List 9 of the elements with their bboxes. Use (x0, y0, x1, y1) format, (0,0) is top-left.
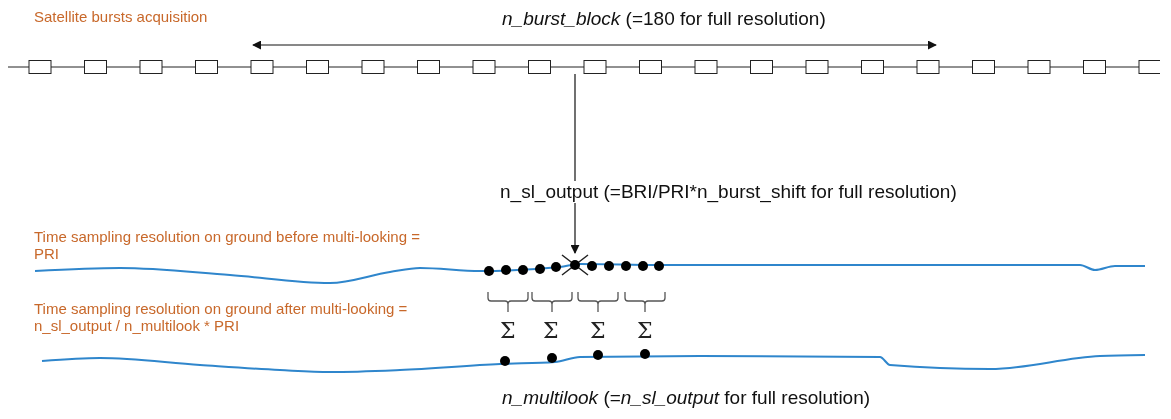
arrow (570, 73, 580, 254)
sum-symbol: Σ (500, 318, 516, 344)
resolution-note: Time sampling resolution on ground before multi-looking = PRI (34, 228, 421, 263)
sum-symbol: Σ (590, 318, 606, 344)
process-label: Satellite bursts acquisition (34, 8, 208, 26)
sum-symbol: Σ (543, 318, 559, 344)
resolution-note: Time sampling resolution on ground after multi-looking = n_sl_output / n_multilook * PRI (34, 300, 409, 335)
sum-symbol: Σ (637, 318, 653, 344)
parameter-label: n_sl_output (=BRI/PRI*n_burst_shift for full resolution) (498, 181, 959, 203)
